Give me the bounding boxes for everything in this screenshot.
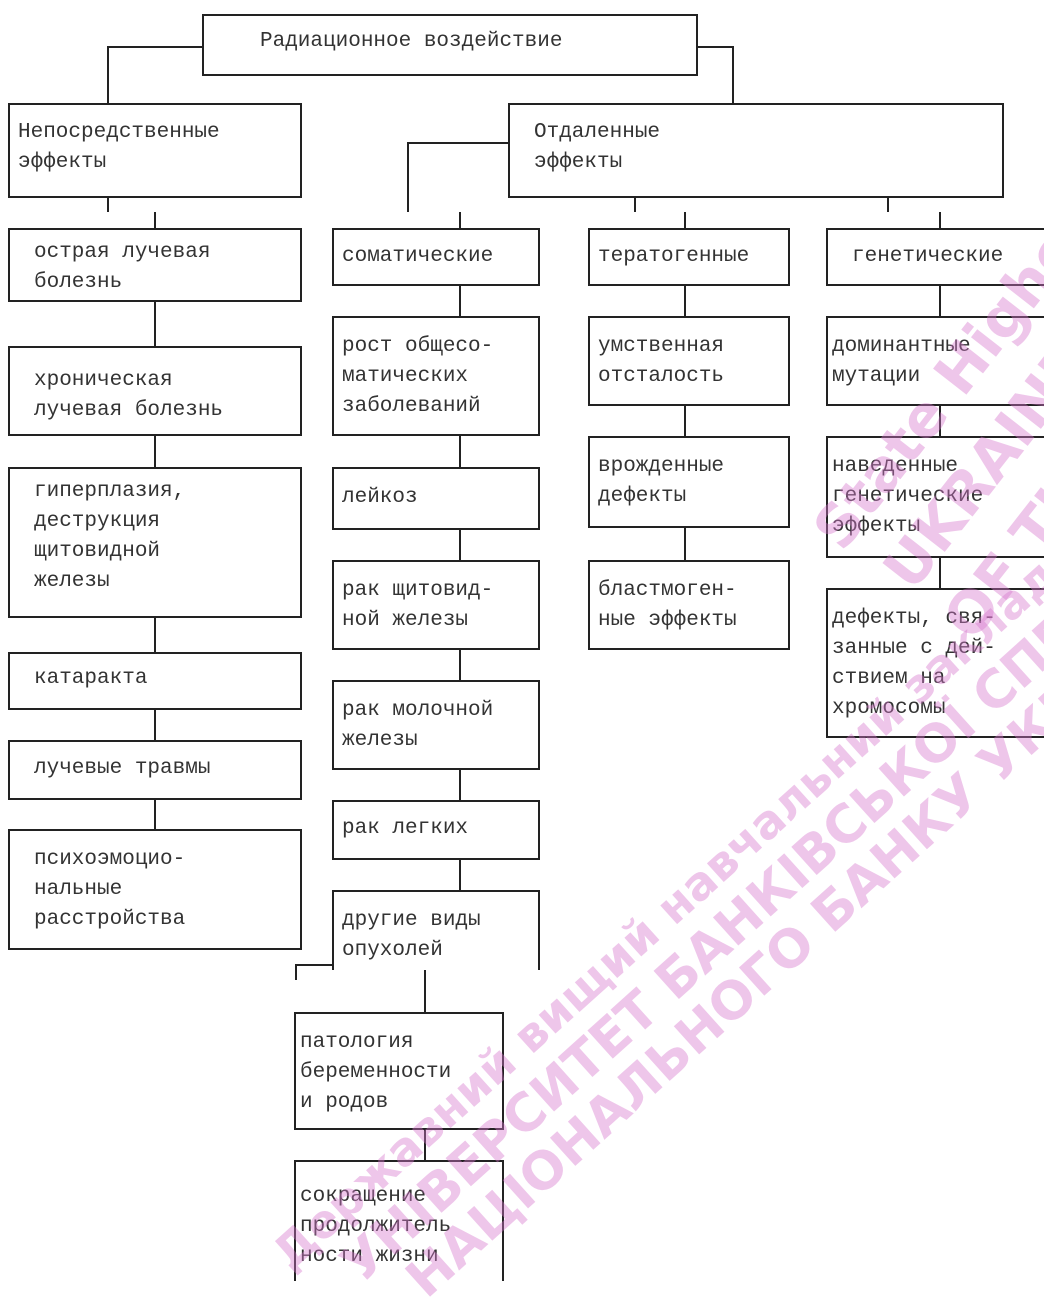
node-text-line: железы: [34, 570, 110, 593]
genetic-item: наведенные генетические эффекты: [826, 436, 1044, 558]
node-text-line: рак молочной: [342, 699, 494, 722]
node-text-line: нальные: [34, 878, 123, 901]
genetic-header: генетические: [826, 228, 1044, 286]
node-text-line: деструкция: [34, 510, 161, 533]
node-text-line: лучевые травмы: [34, 757, 211, 780]
somatic-header: соматические: [332, 228, 540, 286]
somatic-item: лейкоз: [332, 467, 540, 530]
node-text-line: генетические: [832, 485, 984, 508]
somatic-item: рост общесо-матических заболеваний: [332, 316, 540, 436]
node-text-line: рост общесо-: [342, 335, 494, 358]
node-text-line: рак легких: [342, 817, 469, 840]
node-text-line: занные с дей-: [832, 637, 996, 660]
genetic-item: дефекты, свя-занные с дей-ствием на хромо…: [826, 588, 1044, 738]
connector-lines: [107, 46, 941, 1160]
node-text-line: генетические: [852, 245, 1004, 268]
node-text-line: ной железы: [342, 609, 469, 632]
node-text-line: катаракта: [34, 667, 148, 690]
node-text-line: гиперплазия,: [34, 480, 186, 503]
node-text-line: эффекты: [534, 151, 623, 174]
node-text-line: мутации: [832, 365, 921, 388]
node-text-line: продолжитель: [300, 1215, 452, 1238]
node-text-line: Отдаленные: [534, 121, 661, 144]
root-node: Радиационное воздействие: [202, 14, 698, 76]
node-text-line: эффекты: [832, 515, 921, 538]
node-text-line: отсталость: [598, 365, 725, 388]
immediate-effects-node: Непосредственные эффекты: [8, 103, 302, 198]
immediate-item: хроническая лучевая болезнь: [8, 346, 302, 436]
somatic-item: рак молочной железы: [332, 680, 540, 770]
node-text-line: расстройства: [34, 908, 186, 931]
node-text-line: сокращение: [300, 1185, 427, 1208]
node-text-line: и родов: [300, 1091, 389, 1114]
somatic-item: патология беременности и родов: [294, 1012, 504, 1130]
teratogenic-item: умственная отсталость: [588, 316, 790, 406]
connector-root-right: [698, 46, 734, 103]
somatic-item: сокращение продолжитель ности жизни: [294, 1160, 504, 1281]
genetic-item: доминантные мутации: [826, 316, 1044, 406]
node-text-line: дефекты, свя-: [832, 607, 996, 630]
node-text-line: бластмоген-: [598, 579, 737, 602]
node-text-line: лучевая болезнь: [34, 399, 224, 422]
teratogenic-item: врожденные дефекты: [588, 436, 790, 528]
node-text-line: хроническая: [34, 369, 173, 392]
node-text-line: врожденные: [598, 455, 725, 478]
teratogenic-item: бластмоген-ные эффекты: [588, 560, 790, 650]
immediate-item: острая лучевая болезнь: [8, 228, 302, 302]
node-text-line: соматические: [342, 245, 494, 268]
node-text-line: хромосомы: [832, 697, 946, 720]
teratogenic-header: тератогенные: [588, 228, 790, 286]
immediate-item: гиперплазия, деструкция щитовидной железы: [8, 467, 302, 618]
node-text-line: доминантные: [832, 335, 971, 358]
node-text-line: железы: [342, 729, 418, 752]
node-text-line: другие виды: [342, 909, 481, 932]
node-text-line: патология: [300, 1031, 414, 1054]
connector-delayed-left: [407, 142, 508, 212]
somatic-item: другие виды опухолей: [332, 890, 540, 970]
node-text-line: острая лучевая: [34, 241, 211, 264]
node-text-line: эффекты: [18, 151, 107, 174]
node-text-line: дефекты: [598, 485, 687, 508]
immediate-item: катаракта: [8, 652, 302, 710]
node-text-line: наведенные: [832, 455, 959, 478]
immediate-item: психоэмоцио-нальные расстройства: [8, 829, 302, 950]
node-text-line: Непосредственные: [18, 121, 220, 144]
node-text-line: тератогенные: [598, 245, 750, 268]
node-text-line: матических: [342, 365, 469, 388]
somatic-item: рак щитовид-ной железы: [332, 560, 540, 650]
connector-root-left: [107, 46, 202, 103]
node-text-line: ствием на: [832, 667, 946, 690]
node-text-line: Радиационное воздействие: [260, 30, 563, 53]
delayed-effects-node: Отдаленные эффекты: [508, 103, 1004, 198]
node-text-line: психоэмоцио-: [34, 848, 186, 871]
immediate-item: лучевые травмы: [8, 740, 302, 800]
node-text-line: болезнь: [34, 271, 123, 294]
node-text-line: опухолей: [342, 939, 443, 962]
node-text-line: умственная: [598, 335, 725, 358]
node-text-line: заболеваний: [342, 395, 481, 418]
somatic-item: рак легких: [332, 800, 540, 860]
node-text-line: ности жизни: [300, 1245, 439, 1268]
node-text-line: лейкоз: [342, 486, 418, 509]
node-text-line: щитовидной: [34, 540, 161, 563]
node-text-line: рак щитовид-: [342, 579, 494, 602]
node-text-line: беременности: [300, 1061, 452, 1084]
node-text-line: ные эффекты: [598, 609, 737, 632]
